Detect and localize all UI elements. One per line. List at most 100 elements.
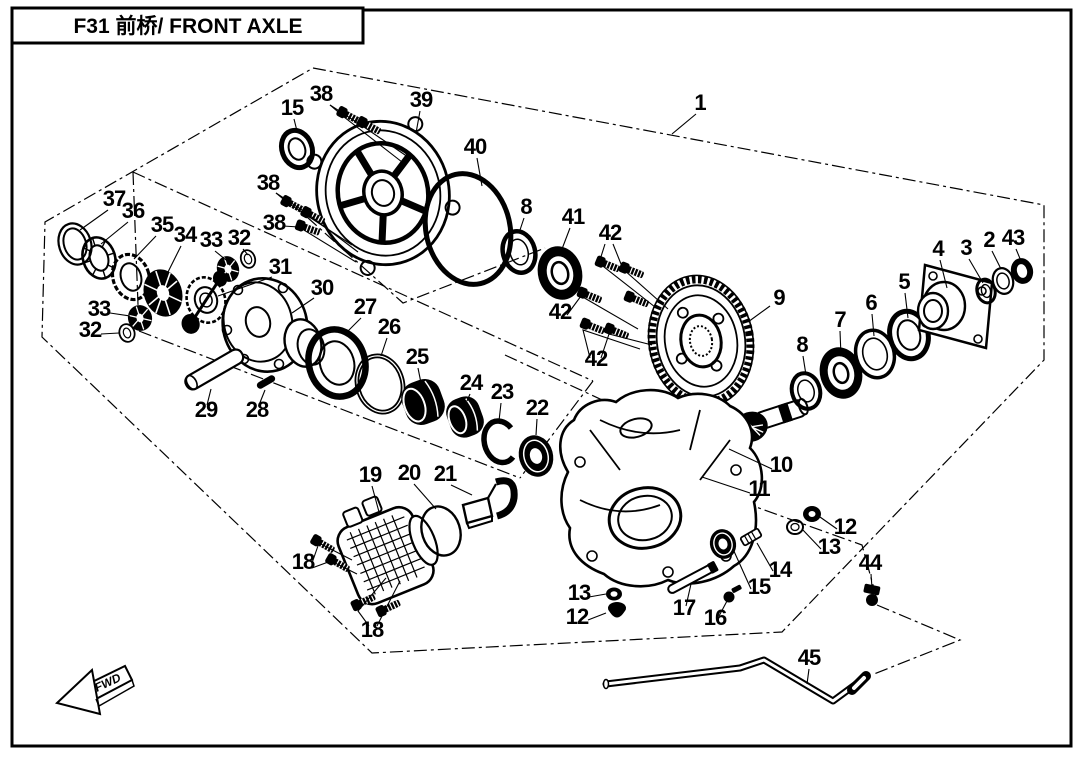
leader-line-43 bbox=[1015, 248, 1022, 262]
part-30-diff-case bbox=[221, 277, 326, 373]
part-41-bearing bbox=[537, 246, 583, 300]
leader-line-13 bbox=[801, 528, 822, 550]
part-24-bushing bbox=[446, 396, 484, 438]
part-14-stud bbox=[739, 527, 763, 547]
page-border bbox=[10, 8, 1073, 748]
leader-line-30 bbox=[291, 297, 315, 314]
leader-line-38 bbox=[282, 225, 357, 263]
callout-13: 13 bbox=[818, 534, 841, 559]
part-29-shaft bbox=[184, 348, 245, 391]
callout-26: 26 bbox=[378, 314, 401, 339]
leader-line-45 bbox=[806, 668, 810, 685]
leader-line-26 bbox=[380, 337, 388, 357]
callout-6: 6 bbox=[865, 290, 877, 315]
part-42-bolts bbox=[575, 254, 651, 343]
callout-41: 41 bbox=[562, 204, 585, 229]
leader-line-18 bbox=[311, 542, 353, 564]
leader-line-24 bbox=[466, 393, 471, 402]
leader-line-14 bbox=[756, 542, 774, 572]
callout-19: 19 bbox=[359, 462, 382, 487]
leader-line-39 bbox=[415, 110, 421, 134]
callout-36: 36 bbox=[122, 198, 145, 223]
callout-17: 17 bbox=[673, 595, 696, 620]
leader-line-42 bbox=[566, 295, 639, 330]
part-13-washer-right bbox=[786, 519, 804, 535]
part-8-seal-lower bbox=[789, 371, 823, 411]
callout-33: 33 bbox=[88, 296, 111, 321]
part-40-oring bbox=[422, 171, 514, 287]
leader-line-16 bbox=[718, 600, 728, 617]
leader-line-18 bbox=[357, 577, 387, 627]
leader-line-3 bbox=[968, 258, 984, 284]
part-4-flange bbox=[916, 263, 994, 350]
leader-line-19 bbox=[371, 485, 380, 513]
part-33-gear-lower bbox=[127, 305, 153, 331]
part-15-seal-housing bbox=[709, 529, 737, 559]
leader-line-27 bbox=[344, 317, 362, 335]
assembly-boundary bbox=[41, 67, 1045, 654]
callout-22: 22 bbox=[526, 395, 549, 420]
part-44-breather-valve bbox=[863, 583, 881, 606]
leader-line-38 bbox=[329, 104, 409, 158]
leader-line-8 bbox=[518, 217, 525, 234]
callout-21: 21 bbox=[434, 461, 457, 486]
callout-10: 10 bbox=[770, 452, 793, 477]
leader-line-6 bbox=[871, 313, 875, 337]
leader-line-15 bbox=[732, 548, 752, 590]
leader-line-4 bbox=[939, 259, 948, 289]
leader-line-37 bbox=[79, 209, 109, 231]
leader-line-41 bbox=[561, 227, 571, 250]
part-13-washer-bottom bbox=[606, 587, 622, 601]
leader-line-11 bbox=[701, 476, 751, 494]
leader-line-22 bbox=[535, 418, 538, 436]
leader-line-42 bbox=[600, 333, 653, 359]
leader-line-40 bbox=[476, 157, 483, 187]
leader-line-33 bbox=[214, 250, 227, 261]
part-12-plug-right bbox=[803, 506, 821, 522]
part-8-seal-upper bbox=[500, 229, 538, 275]
part-19-actuator bbox=[336, 495, 439, 606]
part-12-plug-bottom bbox=[608, 602, 626, 618]
leader-line-13 bbox=[588, 593, 607, 598]
leader-line-38 bbox=[329, 104, 403, 163]
part-36-disc bbox=[81, 236, 117, 280]
leader-line-42 bbox=[598, 243, 656, 308]
callout-38: 38 bbox=[310, 81, 333, 106]
callout-42: 42 bbox=[599, 220, 622, 245]
callout-25: 25 bbox=[406, 344, 429, 369]
part-2-washer bbox=[991, 267, 1015, 295]
part-17-breather-tube bbox=[667, 561, 719, 594]
callout-5: 5 bbox=[898, 269, 910, 294]
part-45-breather-pipe bbox=[602, 656, 871, 705]
callout-39: 39 bbox=[410, 87, 433, 112]
callout-32: 32 bbox=[228, 225, 251, 250]
part-15-seal-top bbox=[278, 127, 316, 171]
callout-8: 8 bbox=[520, 194, 532, 219]
leader-line-42 bbox=[612, 243, 669, 310]
part-28-pin bbox=[256, 375, 276, 389]
callout-27: 27 bbox=[354, 294, 377, 319]
part-22-seal bbox=[518, 435, 554, 477]
leader-line-28 bbox=[258, 389, 266, 406]
callout-42: 42 bbox=[549, 299, 572, 324]
callout-38: 38 bbox=[257, 170, 280, 195]
part-26-oring bbox=[354, 353, 406, 415]
leader-line-9 bbox=[747, 305, 771, 323]
leader-line-35 bbox=[133, 235, 157, 260]
part-27-bearing bbox=[305, 326, 369, 400]
callout-33: 33 bbox=[200, 227, 223, 252]
subassembly-boundary-lines bbox=[132, 171, 962, 675]
leader-line-21 bbox=[450, 484, 473, 496]
leader-line-17 bbox=[685, 583, 692, 607]
part-32-washer-upper bbox=[239, 249, 257, 269]
leader-line-12 bbox=[819, 516, 838, 530]
leader-line-12 bbox=[587, 612, 607, 621]
callout-35: 35 bbox=[151, 212, 174, 237]
callout-11: 11 bbox=[748, 476, 770, 501]
title-block: F31 前桥/ FRONT AXLE bbox=[10, 6, 365, 45]
leader-line-32 bbox=[242, 248, 249, 256]
part-7-bearing bbox=[819, 347, 863, 399]
leader-line-32 bbox=[100, 332, 120, 335]
part-23-snap-ring bbox=[481, 418, 516, 466]
